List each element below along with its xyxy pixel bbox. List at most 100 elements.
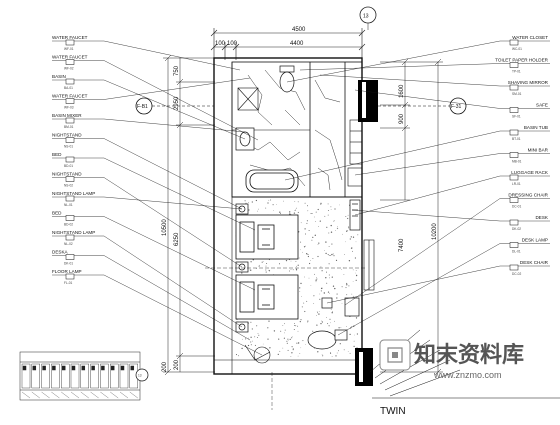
key-plan-cell (80, 363, 90, 389)
left-label-name: WATER FAUCET (52, 55, 88, 60)
right-label-name: LUGGAGE RACK (511, 170, 549, 175)
carpet-dot (314, 348, 315, 349)
right-label-name: DESK (535, 215, 548, 220)
carpet-dot (346, 294, 348, 296)
carpet-dot (328, 274, 330, 276)
carpet-dot (306, 220, 308, 222)
carpet-dot (329, 277, 330, 279)
left-leader-line (103, 118, 246, 133)
left-leader-line (103, 274, 263, 356)
right-leader-line (326, 265, 501, 304)
carpet-dot (357, 234, 359, 236)
carpet-dot (251, 201, 253, 203)
left-label-tag-box (65, 273, 75, 280)
carpet-dot (350, 236, 352, 238)
carpet-dot (295, 207, 297, 209)
carpet-dot (245, 338, 247, 340)
key-plan-cell-mark (52, 365, 56, 371)
carpet-dot (290, 260, 292, 262)
carpet-dot (307, 255, 310, 258)
carpet-dot (256, 325, 258, 327)
left-label-code: NL-01 (64, 203, 73, 207)
carpet-dot (299, 291, 301, 293)
carpet-dot (289, 211, 291, 213)
carpet-dot (346, 283, 348, 285)
left-leader-line (103, 138, 243, 210)
key-plan-cell-mark (32, 365, 37, 371)
watermark-url: www.znzmo.com (433, 370, 502, 380)
right-label-code: TP-01 (512, 70, 521, 74)
carpet-dot (250, 321, 252, 323)
carpet-dot (289, 213, 291, 215)
carpet-dot (318, 311, 320, 313)
left-label-code: FL-01 (64, 281, 73, 285)
left-label-tag-box (65, 156, 75, 163)
carpet-dot (321, 320, 322, 322)
right-leader-line (299, 63, 501, 71)
carpet-dot (330, 309, 332, 310)
carpet-dot (262, 261, 264, 262)
carpet-dot (291, 352, 293, 354)
right-dimensions (380, 58, 443, 376)
left-label-tag-box (65, 176, 75, 182)
carpet-dot (275, 203, 277, 205)
carpet-dot (298, 257, 300, 259)
carpet-dot (308, 229, 310, 232)
carpet-dot (258, 265, 260, 267)
carpet-dot (353, 345, 355, 348)
carpet-dot (250, 336, 252, 338)
right-label-code: BT-01 (512, 137, 521, 141)
dim-left-c: 6250 (174, 232, 180, 246)
key-plan-cell-mark (110, 365, 115, 371)
carpet-dot (315, 211, 317, 213)
carpet-dot (254, 336, 256, 338)
carpet-dot (312, 236, 314, 239)
carpet-dot (279, 350, 281, 352)
carpet-dot (338, 350, 339, 352)
right-label-name: DESK LAMP (522, 238, 548, 243)
carpet-dot (339, 343, 341, 345)
left-label-code: WF-02 (64, 67, 74, 71)
key-plan-cell (41, 363, 50, 389)
carpet-dot (284, 329, 286, 331)
carpet-dot (255, 199, 258, 202)
section-label-left: F-B1 (137, 104, 148, 110)
left-leader-line (103, 216, 256, 291)
carpet-dot (250, 269, 252, 271)
left-label-code: BA-01 (64, 86, 73, 90)
carpet-dot (265, 269, 267, 271)
right-label-code: SM-01 (512, 92, 522, 96)
carpet-dot (286, 340, 288, 342)
carpet-dot (312, 330, 314, 332)
carpet-dot (325, 252, 327, 255)
right-leader-line (284, 130, 501, 181)
carpet-dot (297, 342, 300, 344)
key-plan-hatch (110, 391, 119, 399)
right-label-tag-box (509, 129, 519, 136)
carpet-dot (306, 300, 308, 302)
carpet-dot (326, 282, 328, 284)
window-right (363, 239, 375, 291)
carpet-dot (316, 324, 318, 326)
left-label-tag-box (65, 117, 75, 124)
carpet-dot (255, 268, 257, 269)
left-label-code: BD-02 (64, 223, 73, 227)
carpet-dot (328, 254, 330, 256)
right-leader-line (319, 74, 501, 87)
carpet-dot (347, 214, 349, 216)
carpet-dot (300, 249, 301, 251)
left-label-name: NIGHTSTAND LAMP (52, 191, 95, 196)
carpet-dot (340, 327, 342, 328)
key-plan-hatch (129, 391, 138, 399)
dim-left-b: 2950 (174, 96, 180, 110)
carpet-dot (292, 348, 294, 350)
dim-top-a: 100 (215, 41, 226, 47)
carpet-dot (345, 287, 347, 289)
right-leader-line (351, 209, 501, 222)
carpet-dot (341, 269, 342, 271)
carpet-dot (318, 242, 320, 244)
carpet-dot (293, 328, 295, 331)
carpet-dot (259, 264, 260, 266)
carpet-dot (289, 270, 290, 272)
